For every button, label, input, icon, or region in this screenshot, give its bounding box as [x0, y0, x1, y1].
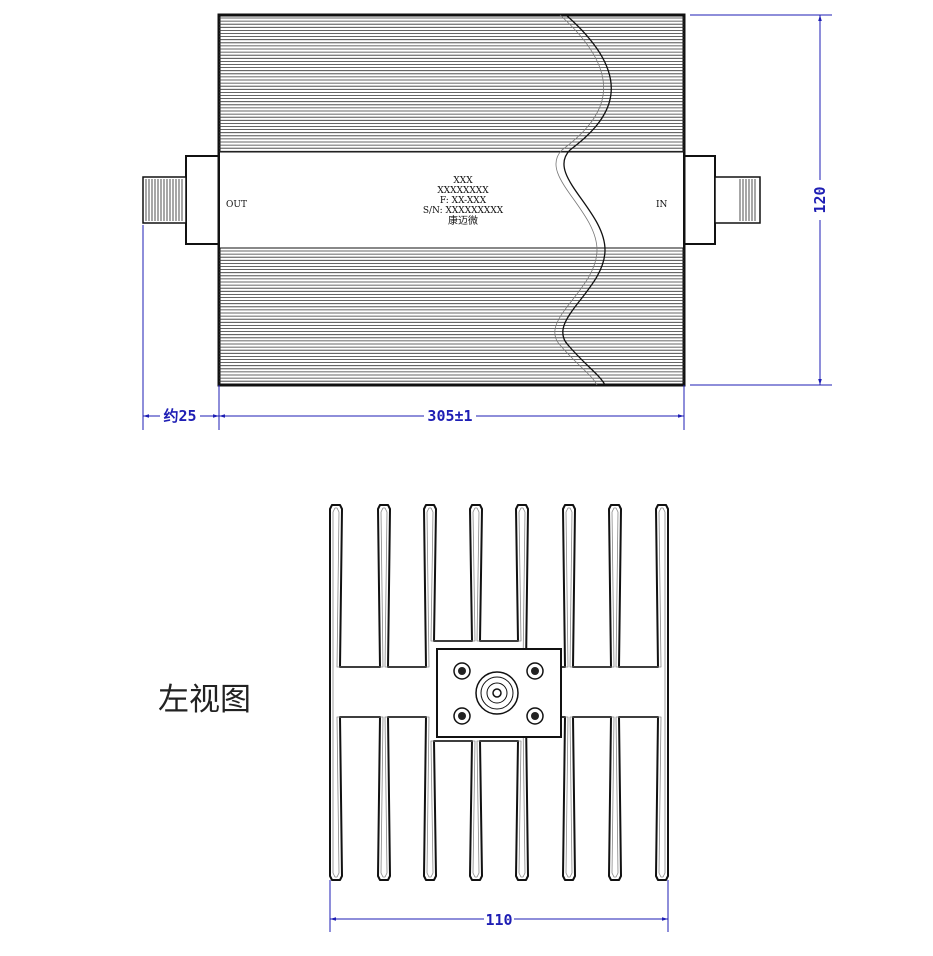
mounting-screw [526, 707, 544, 725]
connector-length-dimension: 约25 [163, 407, 196, 425]
connector-flange [436, 648, 562, 738]
n-type-connector-face [475, 671, 519, 715]
side-view: 左视图 [158, 504, 669, 881]
break-line [562, 14, 612, 386]
label-band [220, 152, 683, 248]
nameplate-line-3: F: XX-XXX [440, 196, 487, 206]
nameplate-line-2: XXXXXXXX [437, 186, 489, 196]
nameplate-line-4: S/N: XXXXXXXXX [423, 206, 504, 216]
in-port-label: IN [656, 200, 668, 210]
mounting-screw [453, 662, 471, 680]
nameplate-line-1: XXX [453, 176, 473, 186]
heatsink-fin-lines [219, 17, 684, 382]
height-dimension: 120 [811, 186, 829, 213]
front-view: OUT IN XXX XXXXXXXX F: XX-XXX S/N: XXXXX… [142, 13, 761, 387]
width-dimension: 110 [485, 911, 512, 929]
mounting-screw [453, 707, 471, 725]
out-port-label: OUT [226, 200, 247, 210]
side-view-title: 左视图 [158, 682, 251, 718]
out-connector [142, 155, 221, 245]
nameplate-line-5: 康迈微 [448, 214, 478, 227]
body-length-dimension: 305±1 [427, 407, 472, 425]
nameplate: XXX XXXXXXXX F: XX-XXX S/N: XXXXXXXXX 康迈… [423, 176, 504, 227]
in-connector [682, 155, 761, 245]
mounting-screw [526, 662, 544, 680]
